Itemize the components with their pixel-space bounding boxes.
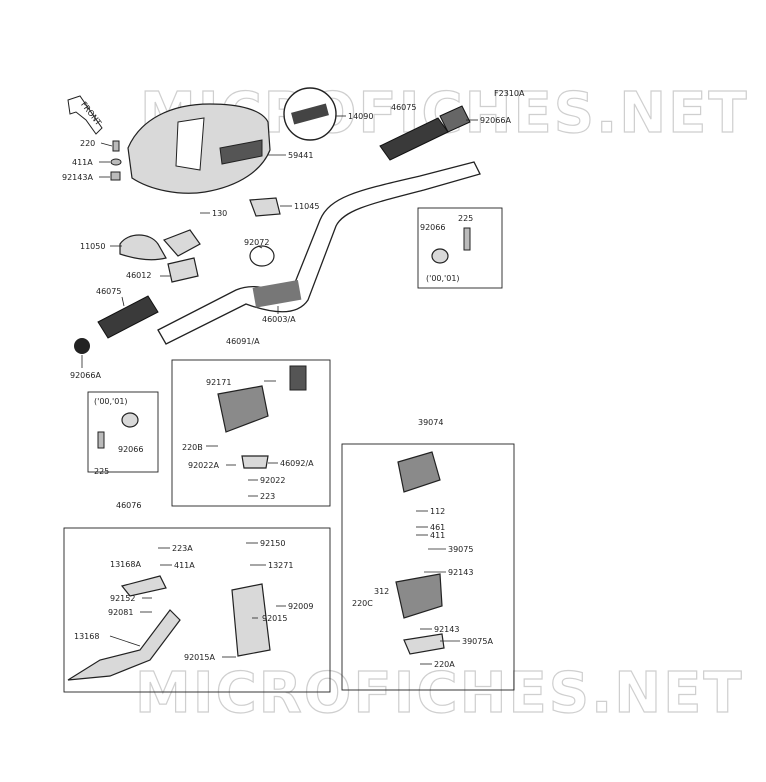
label-92015: 92015 [262,614,287,623]
label-46075-top: 46075 [391,103,416,112]
label-411A-bot: 411A [174,561,195,570]
inset-box-right [417,207,503,289]
label-year-right: ('00,'01) [426,274,460,283]
bolt-220-part [112,140,120,152]
label-92022A: 92022A [188,461,219,470]
label-46003A: 46003/A [262,315,296,324]
label-92066-left: 92066 [118,445,143,454]
collar-92143A-part [110,171,121,181]
clamp-92072-part [249,245,275,267]
grip-left-part [74,295,159,354]
label-461: 461 [430,523,445,532]
label-46076: 46076 [116,501,141,510]
label-225-right: 225 [458,214,473,223]
label-92143-b: 92143 [434,625,459,634]
housing-part [395,573,443,619]
cover-39074-part [397,451,441,493]
label-46091A: 46091/A [226,337,260,346]
front-arrow-icon: FRONT [67,95,103,135]
switch-group-box [171,359,331,507]
grip-right-part [379,105,471,161]
label-112: 112 [430,507,445,516]
holder-46012-part [167,257,199,283]
clamp-11050-part [119,234,167,261]
label-92150: 92150 [260,539,285,548]
label-13271: 13271 [268,561,293,570]
label-223A: 223A [172,544,193,553]
diagram-code: F2310A [494,89,525,98]
inset-box-left [87,391,159,473]
lever-group-box [63,527,331,693]
label-220B: 220B [182,443,203,452]
label-92143A: 92143A [62,173,93,182]
lever-13168A-part [120,575,167,597]
label-92081: 92081 [108,608,133,617]
label-92171: 92171 [206,378,231,387]
nut-92066-part [431,248,449,264]
label-220C: 220C [352,599,373,608]
washer-411A-part [110,158,122,166]
label-59441: 59441 [288,151,313,160]
emblem-cap-part [283,87,337,141]
bolt-225-part [463,227,471,251]
label-130: 130 [212,209,227,218]
switch-46092A-part [241,455,269,469]
bracket-13271-part [231,583,271,657]
watermark-bottom: MICROFICHES.NET [135,661,744,726]
label-312: 312 [374,587,389,596]
label-46012: 46012 [126,271,151,280]
handlebar-part [157,161,481,345]
label-11045: 11045 [294,202,319,211]
lever-39075A-part [403,633,445,655]
meter-cover-part [127,103,271,194]
label-92072: 92072 [244,238,269,247]
label-92015A: 92015A [184,653,215,662]
leader-lines [81,115,478,665]
connector-part [289,365,307,391]
label-92022: 92022 [260,476,285,485]
label-225-left: 225 [94,467,109,476]
label-14090: 14090 [348,112,373,121]
label-39075: 39075 [448,545,473,554]
label-year-left: ('00,'01) [94,397,128,406]
label-223: 223 [260,492,275,501]
label-92066A-top: 92066A [480,116,511,125]
nut-92066-left-part [121,412,139,428]
label-11050: 11050 [80,242,105,251]
label-39074: 39074 [418,418,443,427]
lever-13168-part [67,609,181,681]
label-411: 411 [430,531,445,540]
label-46092A: 46092/A [280,459,314,468]
label-220-top: 220 [80,139,95,148]
bolt-225-left-part [97,431,105,449]
label-220A: 220A [434,660,455,669]
switch-46091A-part [217,385,269,433]
label-92066-right: 92066 [420,223,445,232]
label-92152: 92152 [110,594,135,603]
label-13168A: 13168A [110,560,141,569]
switch-39074-box [341,443,515,691]
bracket-11045-part [249,197,281,217]
label-13168: 13168 [74,632,99,641]
label-39075A: 39075A [462,637,493,646]
label-411A-top: 411A [72,158,93,167]
label-92143-a: 92143 [448,568,473,577]
label-92066A-left: 92066A [70,371,101,380]
label-46075-left: 46075 [96,287,121,296]
bracket-130-part [162,229,201,257]
label-92009: 92009 [288,602,313,611]
